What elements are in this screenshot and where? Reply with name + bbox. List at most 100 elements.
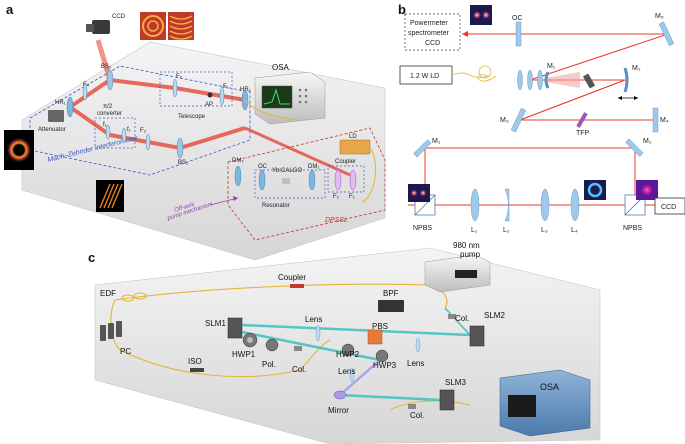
m4-mirror <box>652 107 659 133</box>
mode-image-donut-b <box>584 180 606 200</box>
osa-label-c: OSA <box>540 382 559 392</box>
lens-l2 <box>504 188 510 222</box>
ccd-box-b <box>654 197 685 215</box>
pump-980 <box>424 254 491 293</box>
detector-box <box>404 13 461 51</box>
beam-teal-2 <box>241 330 381 362</box>
pump-label-2: pump <box>460 250 481 259</box>
panel-b: b Powermeter spectrometer CCD 1.2 W LD <box>398 2 685 234</box>
hr2-label: HR₂ <box>240 87 252 93</box>
mirror-c <box>333 390 347 400</box>
dpssl-region <box>227 127 386 241</box>
edf-label: EDF <box>100 289 116 298</box>
slm2 <box>469 325 485 347</box>
attenuator-label: Attenuator <box>38 127 66 133</box>
isolator <box>190 368 204 372</box>
ld-fiber <box>361 147 376 203</box>
bs2-splitter <box>106 69 114 91</box>
converter-label-2: converter <box>97 111 122 117</box>
f3-lens <box>145 133 151 151</box>
m2-mirror-lower <box>625 138 644 157</box>
l2-label: L₂ <box>503 227 510 234</box>
telescope-region <box>159 71 233 107</box>
l4-label: L₄ <box>571 227 578 234</box>
col1-label: Col. <box>292 365 306 374</box>
hwp2 <box>341 343 355 357</box>
osa-fiber <box>244 99 301 121</box>
laser-label: 1.2 W LD <box>410 73 439 80</box>
f5-lens <box>172 78 178 98</box>
hwp3-label: HWP3 <box>373 361 397 370</box>
lens-l3 <box>540 188 550 222</box>
slm3 <box>439 389 455 411</box>
collimator-3 <box>408 404 416 409</box>
dm2-label: DM₂ <box>232 158 244 164</box>
fiber-osa <box>389 400 471 411</box>
ccd-label-a: CCD <box>112 14 126 20</box>
bs1-label: BS₁ <box>178 160 188 166</box>
telescope-label: Telescope <box>178 114 206 120</box>
f-left-label: f₁ <box>103 122 107 128</box>
bpf <box>378 300 404 312</box>
dpssl-label: DPSSL <box>325 217 348 224</box>
lens-l1 <box>470 188 480 222</box>
ap-label: AP <box>205 102 213 108</box>
ccd2-label: CCD <box>661 204 676 211</box>
lens-c3 <box>349 367 355 383</box>
mode-image-left <box>408 184 430 202</box>
panel-a-label: a <box>6 2 14 17</box>
f1-lens <box>219 86 225 106</box>
l3-label: L₃ <box>541 227 548 234</box>
converter-label-1: π/2 <box>103 104 113 110</box>
oc-mirror-b <box>515 21 522 47</box>
oc-label-b: OC <box>512 15 523 22</box>
ybcalgo-crystal <box>282 178 290 184</box>
iso-label: ISO <box>188 357 202 366</box>
f-right-label: f₁ <box>127 127 131 133</box>
tfp <box>576 112 588 128</box>
coupler-label-a: Coupler <box>335 159 356 165</box>
pump-fiber-b <box>451 72 497 82</box>
dm1-mirror <box>308 169 316 191</box>
ld-label-a: LD <box>349 134 357 140</box>
lens3-label: Lens <box>338 367 355 376</box>
f4-lens <box>82 83 88 101</box>
npbs-2-label: NPBS <box>623 225 642 232</box>
coupler-c <box>290 284 304 288</box>
gain-crystal <box>582 73 596 89</box>
bs1-splitter <box>176 137 184 159</box>
ap-aperture <box>207 92 213 98</box>
panel-c-label: c <box>88 250 95 265</box>
pol-label: Pol. <box>262 360 276 369</box>
lens1-label: Lens <box>305 315 322 324</box>
f3-label: F₃ <box>140 128 147 134</box>
pbs <box>367 329 383 345</box>
edf-coil <box>121 294 135 302</box>
panel-c: c EDF PC Coupler 980 nm pump <box>88 241 601 444</box>
pc-label: PC <box>120 347 131 356</box>
ccd-camera-a: CCD <box>86 14 126 34</box>
attenuator <box>48 110 64 122</box>
hwp1-label: HWP1 <box>232 350 256 359</box>
powermeter-label: Powermeter <box>410 20 448 27</box>
collimator-1 <box>294 346 302 351</box>
col2-label: Col. <box>455 314 469 323</box>
panel-b-label: b <box>398 2 406 17</box>
l1-label: L₁ <box>471 227 478 234</box>
slm1-label: SLM1 <box>205 319 226 328</box>
fork-image-2 <box>168 12 194 40</box>
oc-label-a: OC <box>258 164 268 170</box>
f1-label: F₁ <box>223 84 229 90</box>
lens-l4 <box>570 188 580 222</box>
col3-label: Col. <box>410 411 424 420</box>
lens-c1 <box>315 324 321 342</box>
beam-teal-main <box>241 323 471 337</box>
coupler-f2-label: F₂ <box>333 194 340 200</box>
panel-a: a Mach–Zehnder interferometer Telescope … <box>4 2 386 261</box>
hr1-mirror <box>66 96 74 118</box>
coupler-region-a <box>327 165 365 193</box>
beam-to-mirror <box>339 359 381 396</box>
beam-to-slm3 <box>339 393 441 402</box>
coupler-label-c: Coupler <box>278 273 306 282</box>
m2-label-lower: M₂ <box>643 138 652 145</box>
